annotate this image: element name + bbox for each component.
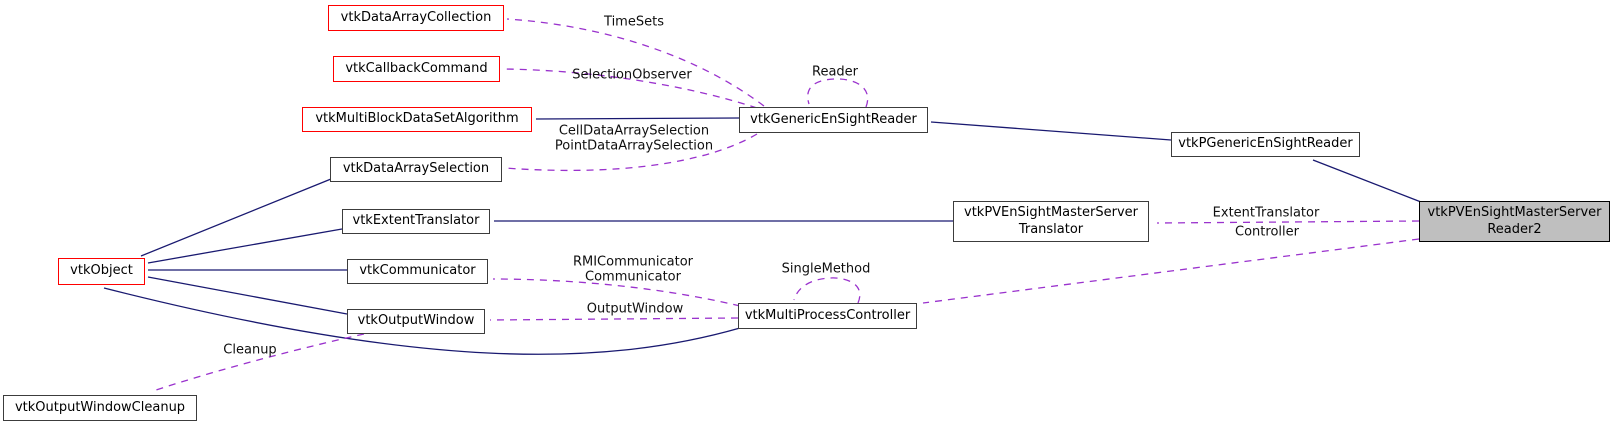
edge-usage-rmicommunicator — [492, 278, 741, 307]
edge-inherit-dataarrayselection-to-object — [140, 178, 332, 257]
edge-label-rmicommunicator: RMICommunicator — [572, 254, 694, 270]
edge-label-celldata-pointdata: CellDataArraySelection PointDataArraySel… — [555, 124, 713, 153]
node-vtkPVEnSightMasterServerTranslator[interactable]: vtkPVEnSightMasterServer Translator — [953, 201, 1149, 242]
edge-label-timesets: TimeSets — [604, 14, 664, 30]
edge-label-singlemethod: SingleMethod — [781, 261, 871, 277]
node-label: vtkExtentTranslator — [352, 213, 480, 229]
node-vtkMultiBlockDataSetAlgorithm[interactable]: vtkMultiBlockDataSetAlgorithm — [302, 107, 532, 132]
node-vtkObject[interactable]: vtkObject — [58, 258, 145, 285]
node-vtkDataArrayCollection[interactable]: vtkDataArrayCollection — [328, 5, 504, 31]
node-label-line1: vtkPVEnSightMasterServer — [1427, 205, 1602, 221]
node-vtkOutputWindowCleanup[interactable]: vtkOutputWindowCleanup — [3, 395, 197, 421]
node-vtkCommunicator[interactable]: vtkCommunicator — [347, 259, 488, 284]
node-vtkDataArraySelection[interactable]: vtkDataArraySelection — [330, 157, 502, 182]
node-label: vtkObject — [70, 263, 133, 279]
edge-usage-reader-selfloop — [807, 78, 869, 108]
node-label: vtkDataArraySelection — [342, 161, 490, 177]
edge-usage-controller — [922, 238, 1420, 304]
node-label: vtkPGenericEnSightReader — [1178, 136, 1353, 152]
edge-inherit-generic-to-multiblock — [535, 117, 740, 120]
edge-inherit-pgeneric-to-generic — [930, 121, 1172, 141]
node-label-line2: Reader2 — [1487, 221, 1542, 237]
edge-label-pointdataarrayselection: PointDataArraySelection — [554, 138, 714, 153]
edge-label-extenttranslator: ExtentTranslator — [1212, 205, 1320, 221]
node-label: vtkOutputWindowCleanup — [14, 399, 186, 415]
edge-usage-celldata-pointdata — [504, 133, 758, 172]
node-vtkCallbackCommand[interactable]: vtkCallbackCommand — [333, 56, 500, 82]
node-vtkPGenericEnSightReader[interactable]: vtkPGenericEnSightReader — [1171, 132, 1360, 157]
edge-label-reader: Reader — [811, 64, 859, 80]
node-vtkOutputWindow[interactable]: vtkOutputWindow — [347, 309, 485, 334]
edge-usage-singlemethod-selfloop — [793, 277, 861, 304]
edge-usage-timesets — [506, 18, 765, 107]
edge-inherit-extenttranslator-to-object — [147, 228, 343, 264]
node-label: vtkDataArrayCollection — [340, 9, 492, 25]
node-label: vtkCommunicator — [359, 263, 476, 279]
edge-inherit-reader2-to-pgeneric — [1312, 159, 1422, 203]
edge-label-selectionobserver: SelectionObserver — [572, 67, 692, 83]
node-vtkMultiProcessController[interactable]: vtkMultiProcessController — [738, 303, 917, 329]
edge-label-cleanup: Cleanup — [223, 342, 277, 358]
node-vtkGenericEnSightReader[interactable]: vtkGenericEnSightReader — [739, 107, 928, 133]
node-label-line2: Translator — [1018, 221, 1084, 237]
edge-label-rmicommunicator-communicator: RMICommunicator Communicator — [573, 255, 693, 284]
node-vtkPVEnSightMasterServerReader2[interactable]: vtkPVEnSightMasterServer Reader2 — [1419, 201, 1610, 242]
node-label: vtkMultiBlockDataSetAlgorithm — [315, 111, 519, 127]
node-label-line1: vtkPVEnSightMasterServer — [964, 205, 1138, 221]
edge-label-controller: Controller — [1235, 224, 1299, 240]
edge-usage-selectionobserver — [502, 68, 758, 109]
node-label: vtkCallbackCommand — [345, 60, 488, 76]
edge-usage-extenttranslator — [1156, 220, 1420, 224]
edge-inherit-outputwindow-to-object — [147, 276, 348, 315]
edge-inherit-multiprocesscontroller-to-object — [103, 287, 741, 355]
edge-label-outputwindow: OutputWindow — [586, 301, 684, 317]
edge-label-celldataarrayselection: CellDataArraySelection — [558, 123, 710, 139]
edge-label-communicator: Communicator — [585, 269, 681, 284]
node-label: vtkMultiProcessController — [744, 307, 911, 323]
node-vtkExtentTranslator[interactable]: vtkExtentTranslator — [342, 209, 490, 234]
edge-usage-outputwindow — [489, 317, 739, 321]
node-label: vtkOutputWindow — [357, 313, 475, 329]
node-label: vtkGenericEnSightReader — [750, 111, 917, 127]
